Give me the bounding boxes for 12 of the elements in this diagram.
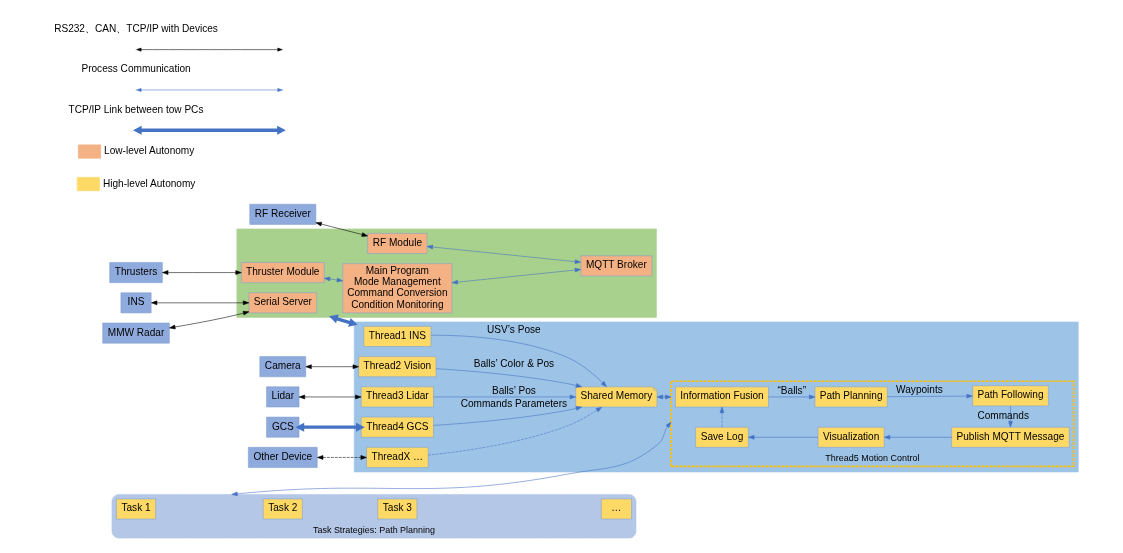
legend-label: Low-level Autonomy — [104, 145, 195, 157]
edge-label: “Balls” — [777, 384, 807, 396]
edge-label: USV’s Pose — [487, 324, 541, 336]
edge-label: Balls’ Pos — [491, 384, 536, 396]
edge-label: Balls’ Color & Pos — [473, 358, 555, 370]
legend-label: RS232、CAN、TCP/IP with Devices — [54, 22, 218, 34]
legend-label: Process Communication — [81, 63, 191, 75]
edge-label: Commands — [977, 410, 1029, 422]
legend-label: High-level Autonomy — [102, 177, 196, 189]
legend-label: TCP/IP Link between tow PCs — [68, 103, 204, 115]
edge-label: Waypoints — [896, 384, 943, 396]
edge-label: Commands Parameters — [460, 398, 568, 410]
